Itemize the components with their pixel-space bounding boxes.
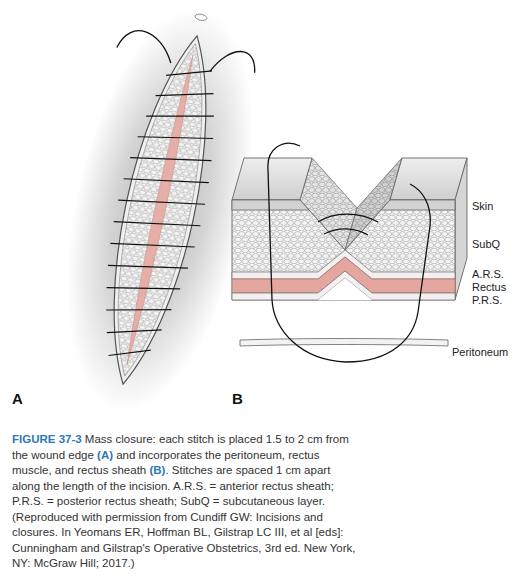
cross-section (232, 143, 467, 362)
layer-label: SubQ (472, 238, 500, 251)
skin-layer (381, 200, 455, 210)
caption-highlight: FIGURE 37-3 (12, 433, 82, 445)
stitch (110, 230, 194, 261)
stitch (156, 82, 214, 107)
skin-layer (232, 200, 309, 210)
stitch (114, 208, 201, 239)
mass-closure-stitches (86, 57, 232, 368)
stitch (107, 274, 181, 303)
suture-tail (210, 46, 258, 81)
caption-text: . Stitches are spaced 1 cm apart along t… (12, 464, 356, 569)
figure-caption: FIGURE 37-3 Mass closure: each stitch is… (12, 432, 357, 572)
layer-label: Rectus (472, 281, 506, 294)
stitch (166, 62, 212, 85)
stitch (124, 165, 209, 196)
stitch (109, 342, 151, 364)
suture (268, 143, 430, 362)
layer-label: Skin (472, 200, 493, 213)
stitch (146, 102, 214, 129)
stitch (118, 186, 205, 218)
suture (318, 214, 378, 222)
peritoneum-layer (240, 339, 448, 347)
rectus-strip (122, 54, 198, 365)
stitch (138, 123, 214, 152)
caption-highlight: (B) (149, 464, 165, 476)
layer-label: P.R.S. (472, 294, 502, 307)
suture-tail (116, 27, 176, 63)
suture (324, 229, 368, 235)
panel-letter: B (232, 390, 243, 407)
stitch (108, 252, 188, 282)
skin-surface (232, 158, 312, 200)
stitch (130, 144, 211, 174)
wound-edge (89, 29, 231, 392)
block-side (455, 158, 467, 300)
stitch (106, 296, 171, 323)
caption-highlight: (A) (97, 449, 113, 461)
layer-label: Peritoneum (452, 346, 508, 359)
layer-label: A.R.S. (472, 268, 504, 281)
stitch (107, 319, 162, 344)
umbilicus (194, 13, 207, 21)
panel-letter: A (12, 390, 23, 407)
subcutaneous-fat (95, 37, 224, 382)
skin-surface (390, 158, 467, 200)
